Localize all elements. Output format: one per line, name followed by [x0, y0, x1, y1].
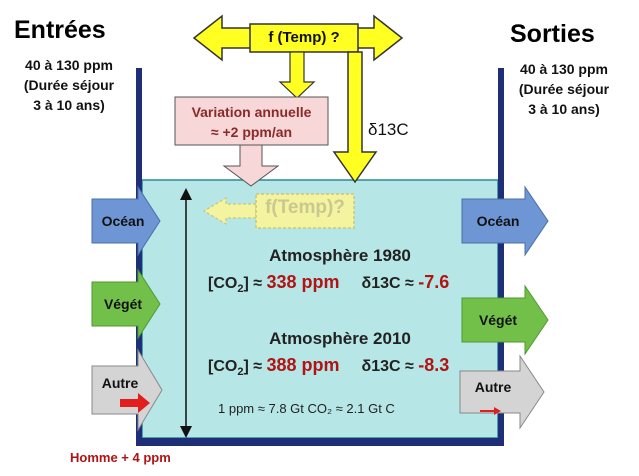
right-other-red-arrow: [480, 407, 501, 415]
ftemp-box: [249, 23, 359, 53]
delta13c-label: δ13C: [368, 120, 409, 139]
tank-left-wall: [136, 68, 142, 446]
down-arrow-variation: [278, 51, 316, 99]
left-other-red-arrow: [120, 393, 150, 413]
outputs-residence-2: 3 à 10 ans): [528, 101, 600, 117]
inputs-residence-1: (Durée séjour: [23, 77, 115, 93]
right-arrow-vegetation-shape: [461, 284, 549, 356]
co2-suffix: ] ≈: [243, 358, 267, 375]
co2-value-2010: 388 ppm: [266, 355, 340, 375]
co2-subscript: 2: [237, 283, 244, 296]
inputs-ppm: 40 à 130 ppm: [25, 57, 113, 73]
right-arrow-vegetation: Végét: [478, 312, 518, 328]
co2-suffix: ] ≈: [243, 275, 267, 292]
left-arrow-other-shape: [91, 348, 163, 432]
outputs-ppm: 40 à 130 ppm: [520, 61, 608, 77]
co2-prefix: [CO: [208, 275, 238, 292]
delta-value-2010: -8.3: [418, 355, 450, 375]
variation-down-arrow: [222, 144, 280, 187]
atmosphere-1980-title: Atmosphère 1980: [269, 246, 411, 265]
delta-prefix: δ13C ≈: [361, 358, 419, 375]
inner-ftemp-box: [255, 193, 355, 229]
outputs-title: Sorties: [510, 20, 595, 48]
left-arrow-vegetation-shape: [91, 268, 161, 340]
atmosphere-2010-values: [CO2] ≈ 388 ppm δ13C ≈ -8.3: [208, 355, 449, 378]
tank-right-wall: [498, 68, 504, 446]
left-arrow-vegetation: Végét: [103, 296, 143, 312]
inner-ftemp-label: f(Temp)?: [265, 197, 345, 218]
annual-variation-line2: ≈ +2 ppm/an: [210, 124, 293, 140]
right-arrow-ocean-shape: [461, 185, 549, 257]
left-arrow-ocean-shape: [91, 185, 161, 257]
atmosphere-1980-values: [CO2] ≈ 338 ppm δ13C ≈ -7.6: [208, 272, 449, 295]
human-contribution: Homme + 4 ppm: [70, 450, 171, 465]
conversion-note: 1 ppm ≈ 7.8 Gt CO₂ ≈ 2.1 Gt C: [218, 401, 395, 416]
delta-prefix: δ13C ≈: [361, 275, 419, 292]
delta13c-arrow: [332, 51, 378, 184]
outputs-residence-1: (Durée séjour: [518, 81, 610, 97]
right-arrow-ocean: Océan: [476, 213, 520, 229]
inputs-title: Entrées: [14, 16, 106, 44]
left-arrow-ocean: Océan: [101, 213, 145, 229]
delta-value-1980: -7.6: [418, 272, 450, 292]
ftemp-label: f (Temp) ?: [268, 29, 340, 46]
inner-ftemp-arrow: [202, 196, 257, 226]
co2-value-1980: 338 ppm: [266, 272, 340, 292]
right-arrow-other: Autre: [474, 379, 512, 395]
atmosphere-2010-title: Atmosphère 2010: [269, 329, 411, 348]
co2-prefix: [CO: [208, 358, 238, 375]
annual-variation-box: [174, 96, 329, 146]
left-arrow-other: Autre: [101, 375, 139, 391]
co2-subscript: 2: [237, 366, 244, 379]
tank-bottom: [136, 438, 504, 446]
annual-variation-line1: Variation annuelle: [191, 104, 312, 120]
inputs-residence-2: 3 à 10 ans): [33, 97, 105, 113]
